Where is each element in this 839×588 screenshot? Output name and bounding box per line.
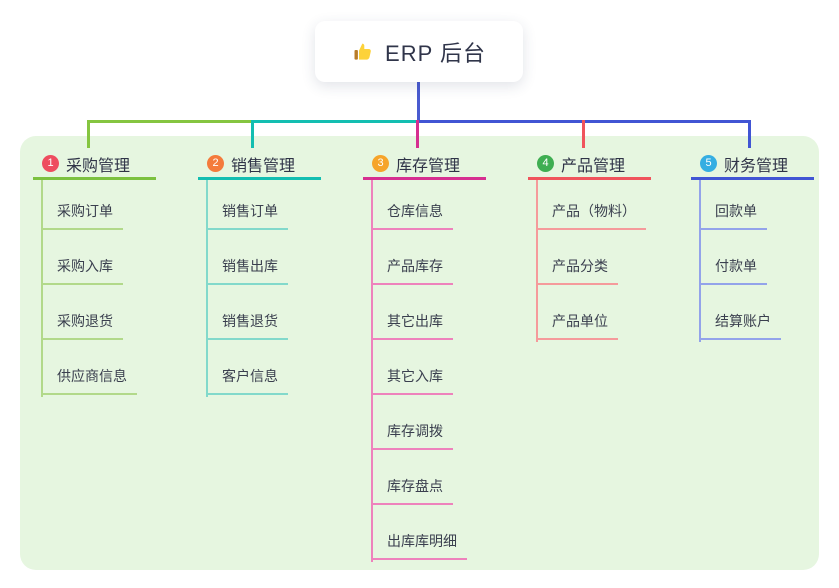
child-node[interactable]: 采购入库: [41, 256, 123, 285]
badge-5: 5: [700, 155, 717, 172]
child-node[interactable]: 产品单位: [536, 311, 618, 340]
drop-line-sales: [251, 120, 254, 148]
thumbs-up-icon: [352, 40, 376, 64]
root-node-erp[interactable]: ERP 后台: [315, 21, 523, 82]
branch-node-inventory[interactable]: 3 库存管理: [363, 150, 486, 180]
child-node[interactable]: 结算账户: [699, 311, 781, 340]
drop-line-finance: [748, 120, 751, 148]
child-node[interactable]: 供应商信息: [41, 366, 137, 395]
child-node[interactable]: 仓库信息: [371, 201, 453, 230]
branch-label: 财务管理: [724, 157, 789, 175]
branch-label: 产品管理: [561, 157, 626, 175]
branch-child-line: [41, 180, 43, 397]
child-node[interactable]: 客户信息: [206, 366, 288, 395]
badge-2: 2: [207, 155, 224, 172]
branch-node-sales[interactable]: 2 销售管理: [198, 150, 321, 180]
child-node[interactable]: 付款单: [699, 256, 767, 285]
child-node[interactable]: 其它入库: [371, 366, 453, 395]
root-connector-line: [417, 82, 420, 122]
child-node[interactable]: 产品分类: [536, 256, 618, 285]
branch-label: 库存管理: [396, 157, 461, 175]
child-node[interactable]: 回款单: [699, 201, 767, 230]
child-node[interactable]: 库存盘点: [371, 476, 453, 505]
branch-node-finance[interactable]: 5 财务管理: [691, 150, 814, 180]
branch-node-product[interactable]: 4 产品管理: [528, 150, 651, 180]
child-node[interactable]: 销售退货: [206, 311, 288, 340]
child-node[interactable]: 其它出库: [371, 311, 453, 340]
child-node[interactable]: 采购订单: [41, 201, 123, 230]
drop-line-purchase: [87, 120, 90, 148]
child-node[interactable]: 销售订单: [206, 201, 288, 230]
badge-4: 4: [537, 155, 554, 172]
branch-label: 销售管理: [231, 157, 296, 175]
child-node[interactable]: 出库库明细: [371, 531, 467, 560]
child-node[interactable]: 库存调拨: [371, 421, 453, 450]
branch-child-line: [206, 180, 208, 397]
branch-child-line: [699, 180, 701, 342]
child-node[interactable]: 销售出库: [206, 256, 288, 285]
branch-child-line: [371, 180, 373, 562]
bus-line-sales: [252, 120, 418, 123]
branch-node-purchase[interactable]: 1 采购管理: [33, 150, 156, 180]
child-node[interactable]: 产品（物料）: [536, 201, 646, 230]
bus-line-purchase: [87, 120, 254, 123]
root-node-label: ERP 后台: [385, 40, 486, 66]
badge-1: 1: [42, 155, 59, 172]
badge-3: 3: [372, 155, 389, 172]
child-node[interactable]: 采购退货: [41, 311, 123, 340]
branch-child-line: [536, 180, 538, 342]
drop-line-product: [582, 120, 585, 148]
branches-panel: [20, 136, 819, 570]
branch-label: 采购管理: [66, 157, 131, 175]
child-node[interactable]: 产品库存: [371, 256, 453, 285]
drop-line-inventory: [416, 120, 419, 148]
